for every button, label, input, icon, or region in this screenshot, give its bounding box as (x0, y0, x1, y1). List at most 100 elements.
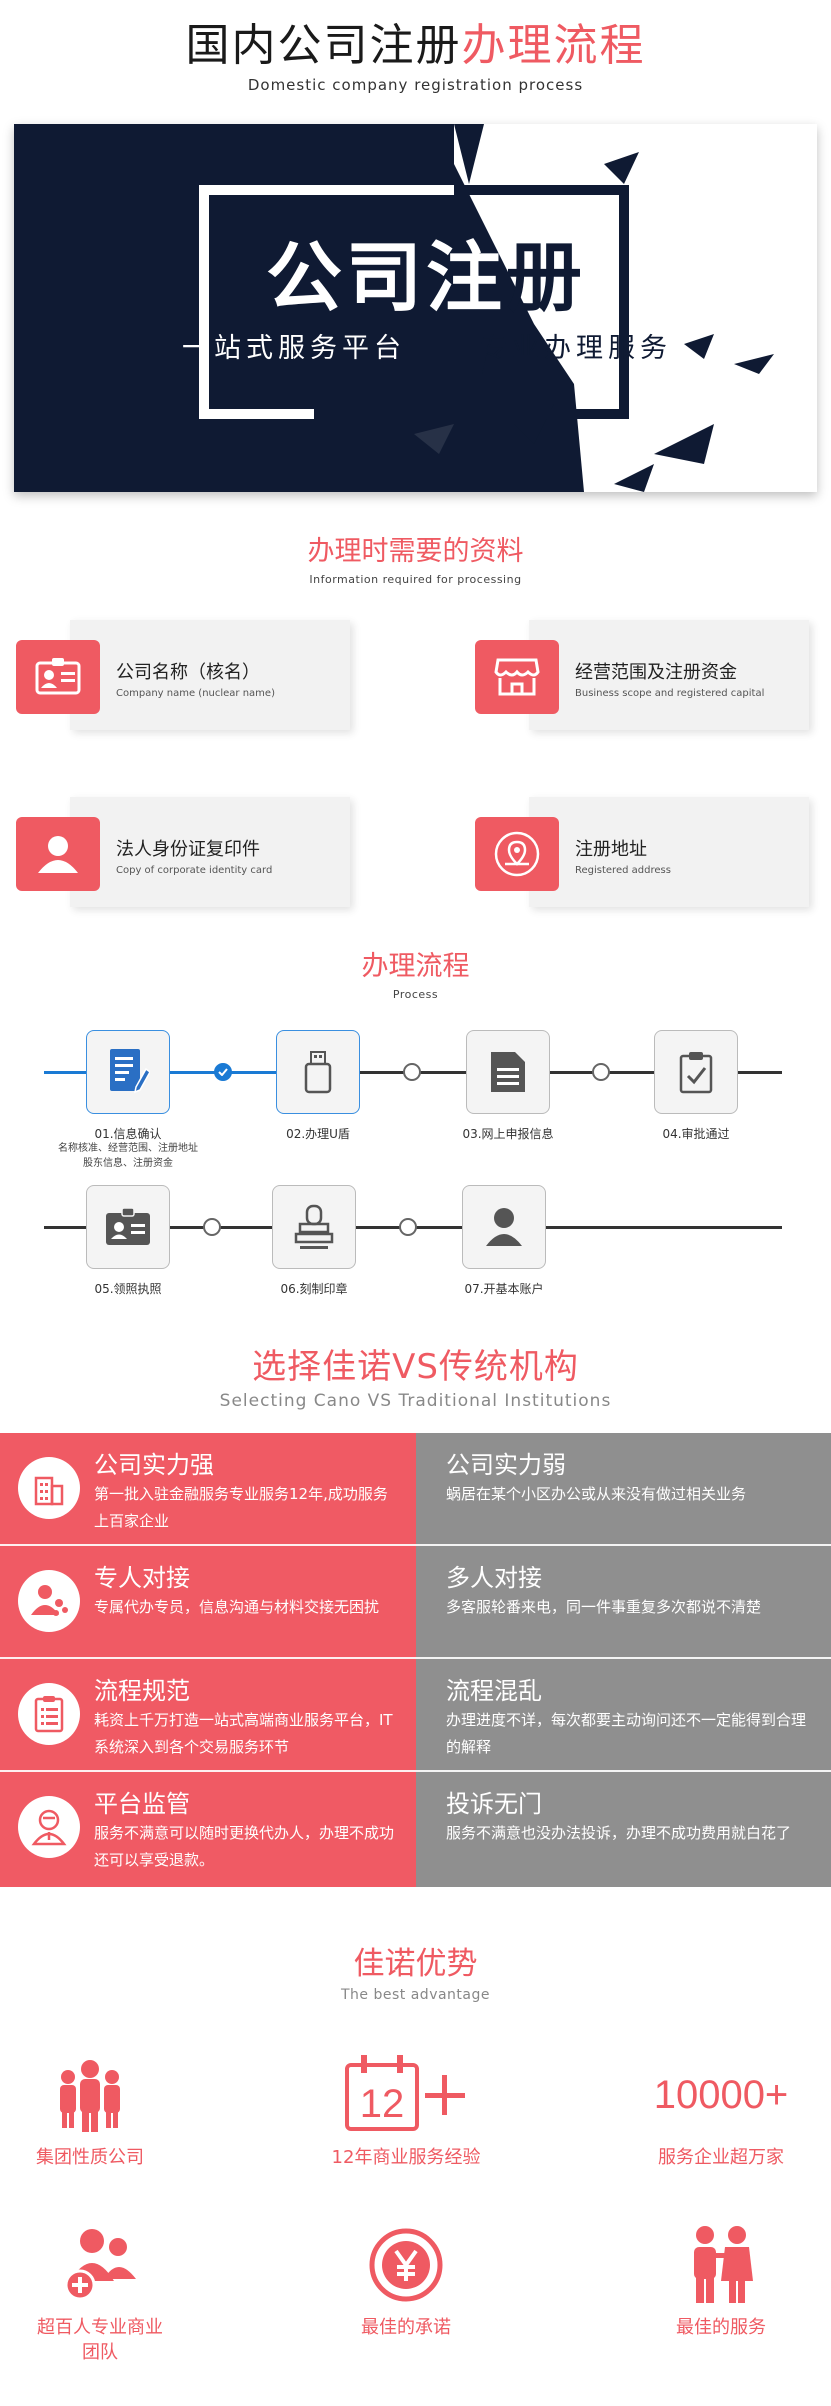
advantage-item: 12 12年商业服务经验 (296, 2045, 516, 2170)
comparison-title-vs: VS (392, 1347, 439, 1387)
process-step-7[interactable] (462, 1185, 546, 1269)
material-card: 公司名称（核名） Company name (nuclear name) (16, 620, 356, 730)
advantage-title: 平台监管 (94, 1790, 190, 1818)
advantage-item: 最佳的承诺 (296, 2215, 516, 2340)
client-count: 10000+ (653, 2072, 789, 2117)
advantage-title: 专人对接 (94, 1564, 190, 1592)
group-icon (0, 2045, 200, 2145)
process-step-4[interactable] (654, 1030, 738, 1114)
checklist-icon (18, 1683, 80, 1745)
advantage-item: 集团性质公司 (0, 2045, 200, 2170)
row-divider (0, 1770, 831, 1772)
advantage-desc: 服务不满意可以随时更换代办人，办理不成功还可以享受退款。 (94, 1824, 395, 1869)
advantage-desc: 第一批入驻金融服务专业服务12年,成功服务上百家企业 (94, 1485, 388, 1530)
process-dot (203, 1218, 221, 1236)
advantages-section-title: 佳诺优势 The best advantage (0, 1945, 831, 2003)
banner-headline: 公司注册 (266, 216, 586, 326)
comparison-title-a: 选择佳诺 (252, 1347, 393, 1387)
advantage-title: 公司实力强 (94, 1451, 214, 1479)
banner-tagline-left: 一站式服务平台 (182, 333, 406, 364)
process-line (546, 1226, 782, 1229)
page-title: 国内公司注册办理流程 (0, 18, 831, 74)
advantage-label: 超百人专业商业团队 (37, 2317, 163, 2363)
comparison-subtitle: Selecting Cano VS Traditional Institutio… (219, 1391, 612, 1411)
process-section-title: 办理流程 Process (0, 950, 831, 1001)
calendar-12-figure: 12 (360, 2082, 405, 2126)
row-divider (0, 1544, 831, 1546)
advantage-desc: 专属代办专员，信息沟通与材料交接无困扰 (94, 1598, 380, 1616)
material-name: 法人身份证复印件 (116, 839, 260, 860)
process-line (44, 1226, 86, 1229)
weakness-title: 投诉无门 (446, 1790, 542, 1818)
weakness-desc: 服务不满意也没办法投诉，办理不成功费用就白花了 (446, 1824, 792, 1842)
advantage-label: 12年商业服务经验 (331, 2147, 481, 2168)
process-line (738, 1071, 782, 1074)
process-step-2[interactable] (276, 1030, 360, 1114)
stamp-icon (294, 1204, 334, 1249)
weakness-title: 公司实力弱 (446, 1451, 566, 1479)
material-name-en: Company name (nuclear name) (116, 688, 275, 699)
comparison-row: 专人对接 专属代办专员，信息沟通与材料交接无困扰 多人对接 多客服轮番来电，同一… (0, 1546, 831, 1659)
map-pin-icon (475, 817, 559, 891)
comparison-title-b: 传统机构 (438, 1347, 579, 1387)
process-step-6[interactable] (272, 1185, 356, 1269)
building-icon (18, 1457, 80, 1519)
advantage-label: 最佳的承诺 (361, 2317, 451, 2338)
advantage-item: 最佳的服务 (611, 2215, 831, 2340)
weakness-desc: 蜗居在某个小区办公或从来没有做过相关业务 (446, 1485, 747, 1503)
material-name: 注册地址 (575, 839, 647, 860)
material-card: 法人身份证复印件 Copy of corporate identity card (16, 797, 356, 907)
row-divider (0, 1657, 831, 1659)
process-step-label: 07.开基本账户 (464, 1282, 544, 1296)
process-step-5[interactable] (86, 1185, 170, 1269)
material-card: 经营范围及注册资金 Business scope and registered … (475, 620, 815, 730)
page-subtitle: Domestic company registration process (247, 76, 584, 94)
materials-title: 办理时需要的资料 (307, 536, 524, 567)
banner-headline-light: 公司注 (266, 233, 506, 322)
shop-icon (475, 640, 559, 714)
id-card-icon (16, 640, 100, 714)
license-icon (106, 1207, 150, 1245)
weakness-desc: 办理进度不详，每次都要主动询问还不一定能得到合理的解释 (446, 1711, 807, 1756)
advantage-label: 服务企业超万家 (658, 2147, 784, 2168)
process-dot (399, 1218, 417, 1236)
person-icon (16, 817, 100, 891)
clipboard-check-icon (679, 1052, 713, 1094)
material-name-en: Registered address (575, 865, 671, 876)
advantage-title: 流程规范 (94, 1677, 190, 1705)
calendar-12-icon: 12 (296, 2045, 516, 2145)
number-icon: 10000+ (611, 2045, 831, 2145)
weakness-title: 流程混乱 (446, 1677, 542, 1705)
comparison-row: 平台监管 服务不满意可以随时更换代办人，办理不成功还可以享受退款。 投诉无门 服… (0, 1772, 831, 1887)
material-name-en: Business scope and registered capital (575, 688, 765, 699)
page-title-main: 国内公司注册 (185, 20, 462, 71)
page-title-highlight: 办理流程 (461, 20, 646, 71)
process-step-label: 04.审批通过 (662, 1127, 730, 1141)
process-step-3[interactable] (466, 1030, 550, 1114)
banner-headline-dark: 册 (506, 233, 586, 322)
team-icon (18, 1570, 80, 1632)
weakness-title: 多人对接 (446, 1564, 542, 1592)
process-title: 办理流程 (361, 951, 470, 982)
usb-key-icon (304, 1051, 332, 1094)
banner-background (14, 124, 817, 492)
material-name: 经营范围及注册资金 (575, 662, 737, 683)
material-name-en: Copy of corporate identity card (116, 865, 273, 876)
materials-section-title: 办理时需要的资料 Information required for proces… (0, 535, 831, 586)
comparison-table: 公司实力强 第一批入驻金融服务专业服务12年,成功服务上百家企业 公司实力弱 蜗… (0, 1433, 831, 1887)
process-step-desc: 名称核准、经营范围、注册地址 股东信息、注册资金 (48, 1141, 208, 1171)
process-line (170, 1226, 272, 1229)
process-dot (403, 1063, 421, 1081)
process-step-1[interactable] (86, 1030, 170, 1114)
banner-tagline-right: 专业办理服务 (480, 333, 672, 364)
comparison-title: 选择佳诺VS传统机构 (0, 1345, 831, 1389)
comparison-column-traditional (416, 1433, 831, 1887)
process-step-label: 01.信息确认 (94, 1127, 162, 1141)
document-icon (491, 1052, 525, 1092)
process-step-label: 06.刻制印章 (280, 1282, 348, 1296)
material-card: 注册地址 Registered address (475, 797, 815, 907)
weakness-desc: 多客服轮番来电，同一件事重复多次都说不清楚 (446, 1598, 762, 1616)
advantages-subtitle: The best advantage (341, 1987, 490, 2003)
advantages-title: 佳诺优势 (353, 1946, 478, 1982)
process-subtitle: Process (392, 988, 439, 1001)
